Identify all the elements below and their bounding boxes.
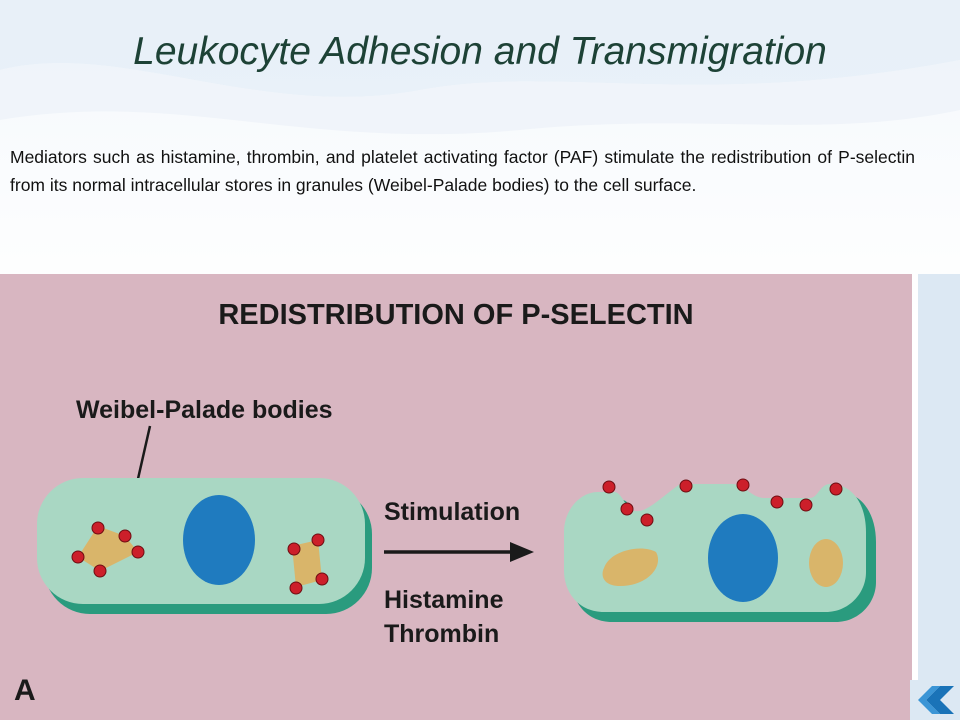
- surface-p-selectin-dot: [770, 495, 784, 509]
- empty-granule-left: [602, 548, 659, 586]
- stimulation-arrow-head: [510, 542, 534, 562]
- stimulated-cell-nucleus: [708, 514, 778, 602]
- callout-label: Weibel-Palade bodies: [76, 396, 333, 424]
- panel-letter: A: [14, 674, 36, 707]
- p-selectin-dot: [287, 542, 301, 556]
- figure-canvas: REDISTRIBUTION OF P-SELECTIN Weibel-Pala…: [14, 299, 876, 707]
- surface-p-selectin-dot: [829, 482, 843, 496]
- surface-p-selectin-dot: [679, 479, 693, 493]
- stimulated-cell: [564, 478, 876, 622]
- arrow-label-histamine: Histamine: [384, 586, 504, 614]
- arrow-label-stimulation: Stimulation: [384, 498, 520, 526]
- figure-heading: REDISTRIBUTION OF P-SELECTIN: [218, 299, 693, 331]
- next-slide-arrow-icon[interactable]: [910, 680, 960, 720]
- resting-cell-nucleus: [183, 495, 255, 585]
- surface-p-selectin-dot: [799, 498, 813, 512]
- surface-p-selectin-dot: [602, 480, 616, 494]
- p-selectin-dot: [311, 533, 325, 547]
- arrow-label-thrombin: Thrombin: [384, 620, 499, 648]
- p-selectin-dot: [91, 521, 105, 535]
- slide-body-text: Mediators such as histamine, thrombin, a…: [10, 147, 915, 195]
- p-selectin-dot: [289, 581, 303, 595]
- p-selectin-dot: [315, 572, 329, 586]
- surface-p-selectin-dot: [620, 502, 634, 516]
- p-selectin-dot: [71, 550, 85, 564]
- resting-cell: [37, 478, 372, 614]
- p-selectin-dot: [93, 564, 107, 578]
- empty-granule-right: [809, 539, 843, 587]
- surface-p-selectin-dot: [736, 478, 750, 492]
- p-selectin-dot: [118, 529, 132, 543]
- p-selectin-dot: [131, 545, 145, 559]
- p-selectin-figure: REDISTRIBUTION OF P-SELECTIN Weibel-Pala…: [0, 274, 912, 720]
- surface-p-selectin-dot: [640, 513, 654, 527]
- slide-title: Leukocyte Adhesion and Transmigration: [133, 30, 827, 73]
